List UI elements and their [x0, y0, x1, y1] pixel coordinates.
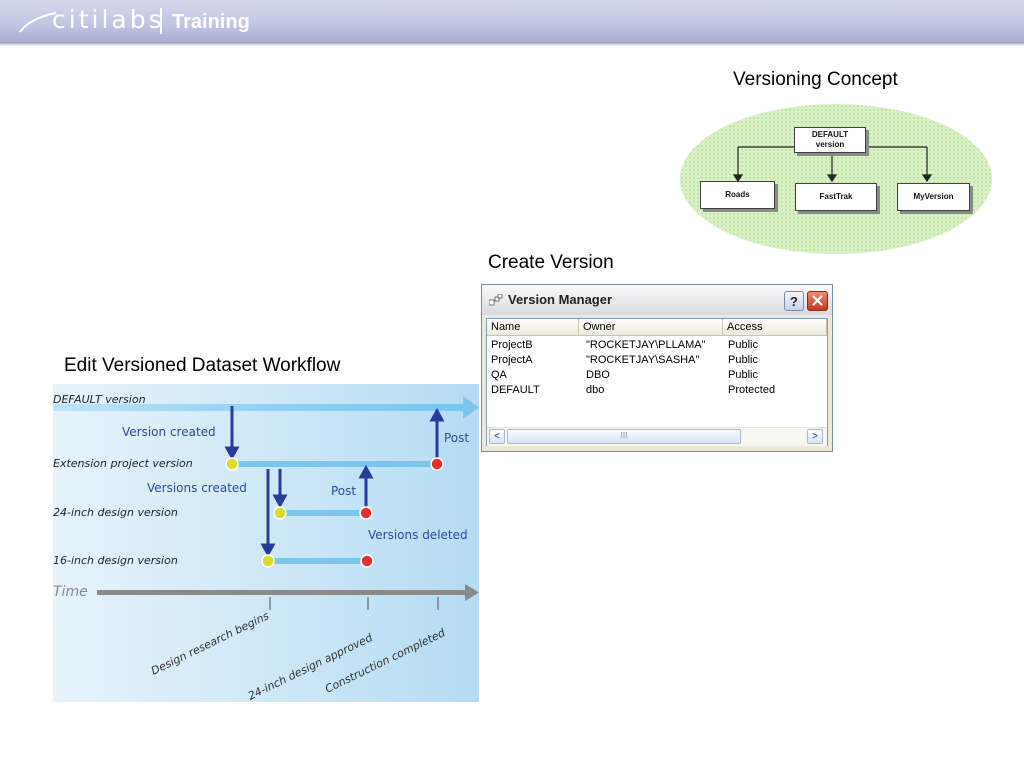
workflow-diagram: DEFAULT version Extension project versio… — [53, 384, 479, 702]
logo-text: citilabs — [52, 5, 165, 34]
dialog-title: Version Manager — [508, 292, 613, 307]
column-header-name[interactable]: Name — [487, 319, 579, 336]
post-label-mid: Post — [331, 484, 357, 498]
row-name: DEFAULT — [491, 384, 540, 396]
dialog-titlebar[interactable]: Version Manager ? — [482, 285, 832, 315]
default-version-arrowhead — [463, 396, 479, 419]
header-shadow — [0, 42, 1024, 46]
extension-start-dot — [225, 457, 239, 471]
version-row[interactable]: QA DBO Public — [487, 369, 827, 384]
header-bar: citilabs Training — [0, 0, 1024, 46]
row-owner: DBO — [586, 369, 610, 381]
row-name: ProjectA — [491, 354, 533, 366]
time-axis-label: Time — [53, 584, 88, 600]
extension-version-line — [231, 461, 438, 467]
row-owner: "ROCKETJAY\SASHA" — [586, 354, 700, 366]
scroll-thumb[interactable]: III — [507, 429, 741, 444]
version-list: Name Owner Access ProjectB "ROCKETJAY\PL… — [486, 318, 828, 446]
post-label-top: Post — [444, 431, 470, 445]
versions-created-label: Versions created — [147, 481, 247, 495]
default-version-line1: DEFAULT — [811, 130, 849, 139]
versioning-concept-diagram: DEFAULT version Roads FastTrak MyVersion — [680, 104, 992, 254]
myversion-version-box: MyVersion — [897, 183, 970, 211]
design24-version-line — [279, 510, 366, 516]
row-access: Public — [728, 369, 758, 381]
close-icon — [812, 295, 823, 306]
row-access: Public — [728, 354, 758, 366]
extension-version-label: Extension project version — [53, 457, 193, 470]
design16-version-label: 16-inch design version — [53, 554, 178, 567]
design24-end-dot — [359, 506, 373, 520]
design16-start-dot — [261, 554, 275, 568]
row-owner: "ROCKETJAY\PLLAMA" — [586, 339, 706, 351]
row-name: QA — [491, 369, 507, 381]
version-created-label: Version created — [122, 425, 216, 439]
time-axis-arrowhead — [465, 584, 479, 601]
version-manager-icon — [489, 294, 503, 306]
create-version-title: Create Version — [488, 252, 614, 273]
help-button[interactable]: ? — [784, 291, 804, 311]
version-row[interactable]: ProjectB "ROCKETJAY\PLLAMA" Public — [487, 339, 827, 354]
design16-end-dot — [360, 554, 374, 568]
close-button[interactable] — [807, 291, 828, 311]
row-name: ProjectB — [491, 339, 533, 351]
concept-title: Versioning Concept — [733, 69, 898, 90]
scroll-left-button[interactable]: < — [489, 429, 505, 444]
workflow-graphics — [53, 396, 479, 610]
design16-version-line — [268, 558, 367, 564]
extension-end-dot — [430, 457, 444, 471]
default-version-box: DEFAULT version — [794, 127, 866, 153]
versions-deleted-label: Versions deleted — [368, 528, 468, 542]
design24-start-dot — [273, 506, 287, 520]
horizontal-scrollbar[interactable]: < III > — [487, 427, 827, 446]
roads-version-box: Roads — [700, 181, 775, 209]
column-header-owner[interactable]: Owner — [579, 319, 723, 336]
time-axis — [97, 590, 467, 595]
version-row[interactable]: ProjectA "ROCKETJAY\SASHA" Public — [487, 354, 827, 369]
design24-version-label: 24-inch design version — [53, 506, 178, 519]
fasttrak-version-box: FastTrak — [795, 183, 877, 211]
default-version-label: DEFAULT version — [53, 393, 146, 406]
column-header-access[interactable]: Access — [723, 319, 827, 336]
section-label: Training — [172, 11, 250, 33]
swoosh-icon — [19, 12, 57, 33]
scroll-right-button[interactable]: > — [807, 429, 823, 444]
row-access: Protected — [728, 384, 776, 396]
row-owner: dbo — [586, 384, 605, 396]
version-row[interactable]: DEFAULT dbo Protected — [487, 384, 827, 399]
concept-connectors — [732, 146, 933, 183]
default-version-line2: version — [815, 140, 845, 149]
logo-divider — [160, 8, 162, 34]
workflow-title: Edit Versioned Dataset Workflow — [64, 355, 341, 376]
version-manager-dialog: Version Manager ? Name Owner Access Proj… — [481, 284, 833, 452]
default-version-line — [53, 404, 465, 411]
row-access: Public — [728, 339, 758, 351]
